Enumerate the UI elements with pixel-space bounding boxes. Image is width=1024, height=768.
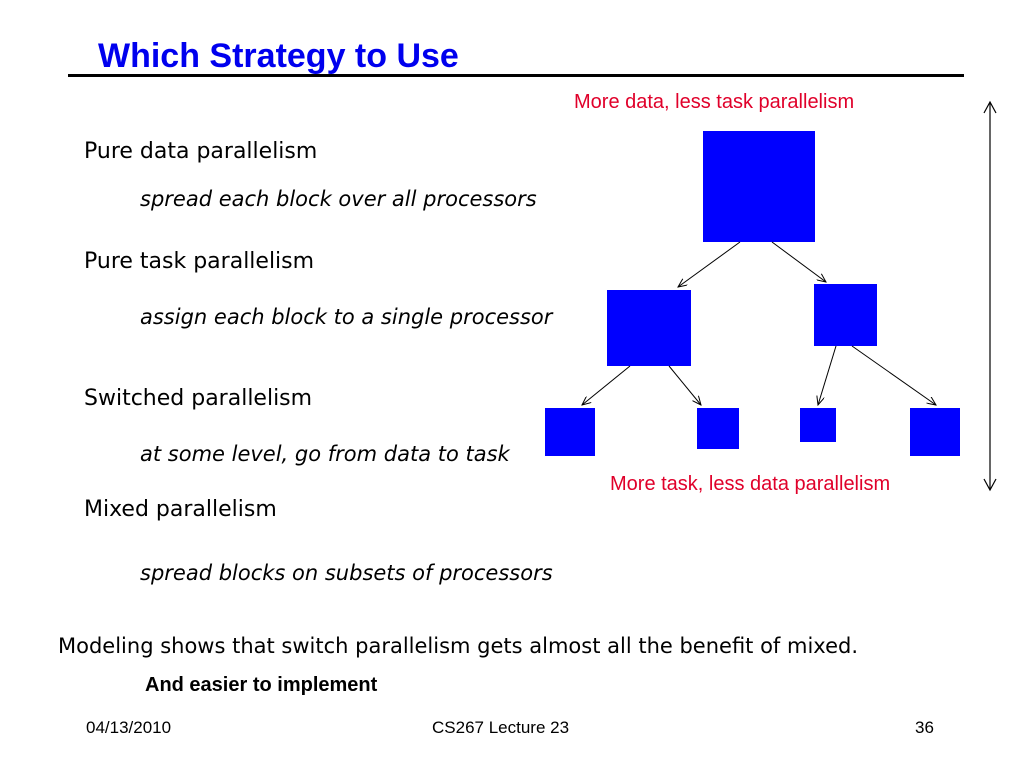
leaf-block-1	[545, 408, 595, 456]
conclusion-emphasis: And easier to implement	[145, 674, 378, 696]
top-axis-label: More data, less task parallelism	[574, 91, 855, 113]
left-child-block	[607, 290, 691, 366]
item-heading-mixed: Mixed parallelism	[84, 497, 277, 522]
item-heading-switched: Switched parallelism	[84, 386, 313, 411]
right-child-block	[814, 284, 877, 346]
conclusion-note: Modeling shows that switch parallelism g…	[58, 634, 858, 658]
footer-page-number: 36	[915, 718, 934, 737]
title-underline	[68, 74, 964, 77]
arrow-right-leaf4	[851, 345, 936, 405]
item-detail-pure-data: spread each block over all processors	[140, 187, 537, 211]
footer-date: 04/13/2010	[86, 718, 172, 737]
root-block	[703, 131, 815, 242]
footer-course: CS267 Lecture 23	[432, 718, 570, 737]
item-detail-switched: at some level, go from data to task	[140, 442, 510, 466]
leaf-block-4	[910, 408, 960, 456]
leaf-block-3	[800, 408, 836, 442]
item-heading-pure-task: Pure task parallelism	[84, 249, 315, 274]
item-detail-mixed: spread blocks on subsets of processors	[140, 561, 553, 585]
arrow-left-leaf2	[668, 365, 701, 405]
vertical-double-arrow	[983, 100, 997, 492]
arrow-root-right	[771, 241, 826, 282]
arrow-right-leaf3	[818, 345, 837, 405]
arrow-root-left	[678, 241, 741, 287]
arrow-left-leaf1	[582, 365, 631, 405]
item-heading-pure-data: Pure data parallelism	[84, 139, 318, 164]
item-detail-pure-task: assign each block to a single processor	[140, 305, 553, 329]
leaf-block-2	[697, 408, 739, 449]
slide-title: Which Strategy to Use	[98, 37, 459, 75]
bottom-axis-label: More task, less data parallelism	[610, 473, 891, 495]
